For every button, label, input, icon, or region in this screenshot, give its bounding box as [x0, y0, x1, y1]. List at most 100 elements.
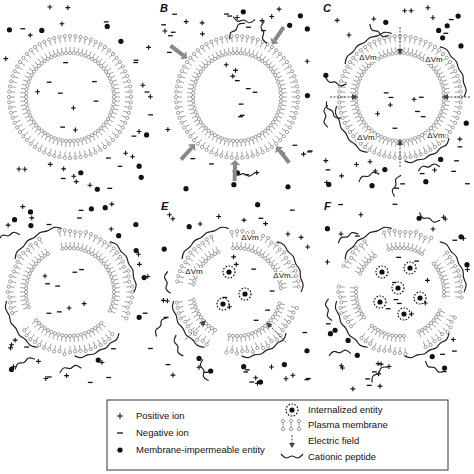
- impermeable-entity: [96, 357, 101, 362]
- positive-ion: [339, 363, 344, 368]
- lipid-head: [112, 294, 115, 297]
- lipid-head: [448, 60, 451, 63]
- internalized-entity-core: [417, 295, 422, 300]
- lipid-head: [99, 238, 102, 241]
- impermeable-entity: [231, 182, 236, 187]
- lipid-head: [346, 126, 349, 129]
- lipid-head: [275, 243, 278, 246]
- lipid-head: [80, 333, 83, 336]
- lipid-head: [277, 110, 280, 113]
- lipid-head: [409, 231, 412, 234]
- lipid-head: [417, 251, 420, 254]
- lipid-head: [89, 233, 92, 236]
- lipid-head: [192, 92, 195, 95]
- positive-ion: [231, 254, 236, 259]
- lipid-head: [72, 139, 75, 142]
- positive-ion: [354, 162, 359, 167]
- lipid-head: [127, 269, 130, 272]
- lipid-head: [53, 332, 56, 335]
- lipid-head: [27, 305, 30, 308]
- lipid-head: [207, 129, 210, 132]
- lipid-head: [458, 85, 461, 88]
- lipid-head: [264, 62, 267, 65]
- lipid-head: [368, 43, 371, 46]
- impermeable-entity: [103, 205, 108, 210]
- lipid-head: [25, 294, 28, 297]
- lipid-head: [279, 103, 282, 106]
- field-line: [400, 27, 401, 50]
- lipid-head: [100, 259, 103, 262]
- lipid-head: [277, 305, 280, 308]
- lipid-head: [183, 65, 186, 68]
- lipid-head: [50, 135, 53, 138]
- lipid-head: [285, 130, 288, 133]
- lipid-head: [112, 99, 115, 102]
- positive-ion: [409, 8, 414, 13]
- negative-ion: [259, 218, 264, 219]
- approach-arrowhead: [180, 51, 187, 59]
- panel-letter: E: [161, 201, 168, 212]
- lipid-head: [48, 38, 51, 41]
- cationic-peptide: [392, 175, 401, 196]
- lipid-head: [68, 334, 71, 337]
- negative-ion: [452, 240, 457, 241]
- lipid-head: [22, 135, 25, 138]
- cationic-peptide: [405, 138, 449, 162]
- lipid-head: [112, 88, 115, 91]
- lipid-head: [25, 88, 28, 91]
- lipid-head: [360, 73, 363, 76]
- lipid-head: [404, 352, 407, 355]
- lipid-head: [90, 252, 93, 255]
- lipid-head: [84, 230, 87, 233]
- positive-ion: [457, 137, 462, 142]
- lipid-head: [205, 343, 208, 346]
- lipid-head: [294, 269, 297, 272]
- lipid-head: [121, 260, 124, 263]
- lipid-head: [9, 306, 12, 309]
- lipid-head: [441, 279, 444, 282]
- cationic-peptide: [335, 301, 367, 347]
- lipid-head: [110, 305, 113, 308]
- lipid-head: [202, 67, 205, 70]
- positive-ion: [48, 162, 53, 167]
- lipid-head: [111, 302, 114, 305]
- lipid-head: [404, 156, 407, 159]
- lipid-head: [180, 265, 183, 268]
- lipid-head: [393, 156, 396, 159]
- negative-ion: [145, 91, 150, 92]
- lipid-head: [269, 262, 272, 265]
- lipid-head: [297, 285, 300, 288]
- cell-panel: [156, 202, 311, 386]
- lipid-head: [230, 35, 233, 38]
- lipid-head: [250, 137, 253, 140]
- lipid-head: [11, 311, 14, 314]
- lipid-head: [58, 229, 61, 232]
- negative-ion: [235, 80, 240, 81]
- impermeable-entity: [134, 248, 139, 253]
- lipid-head: [235, 51, 238, 54]
- lipid-head: [189, 251, 192, 254]
- approach-arrowhead: [230, 160, 240, 165]
- lipid-head: [111, 279, 114, 282]
- lipid-head: [391, 334, 394, 337]
- cationic-peptide: [329, 350, 351, 356]
- lipid-head: [256, 346, 259, 349]
- negative-ion: [167, 52, 172, 53]
- impermeable-entity: [105, 24, 110, 29]
- cationic-peptide: [277, 242, 303, 292]
- positive-ion: [165, 127, 170, 132]
- lipid-head: [26, 302, 29, 305]
- lipid-head: [448, 255, 451, 258]
- lipid-head: [197, 245, 200, 248]
- lipid-head: [108, 272, 111, 275]
- lipid-head: [43, 59, 46, 62]
- lipid-head: [89, 348, 92, 351]
- lipid-head: [79, 35, 82, 38]
- lipid-head: [184, 320, 187, 323]
- lipid-head: [261, 59, 264, 62]
- internalized-entity-core: [379, 269, 384, 274]
- internalized-entity-core: [289, 407, 294, 412]
- lipid-head: [121, 126, 124, 129]
- lipid-head: [250, 54, 253, 57]
- lipid-head: [204, 259, 207, 262]
